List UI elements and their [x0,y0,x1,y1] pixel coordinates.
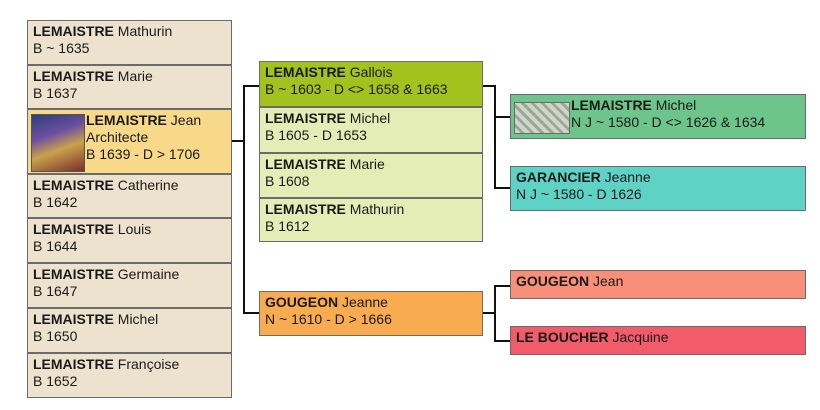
person-card-sibling[interactable]: LEMAISTRE Marie B 1637 [27,65,232,109]
person-card-uncle-aunt[interactable]: LEMAISTRE Mathurin B 1612 [259,198,483,242]
person-card-sibling[interactable]: LEMAISTRE Catherine B 1642 [27,174,232,218]
given-name: Michel [349,110,391,126]
connector-line [494,285,510,287]
life-dates: N ~ 1610 - D > 1666 [265,311,392,327]
surname: GOUGEON [265,294,339,310]
life-dates: B 1647 [33,283,78,299]
connector-line [243,312,259,314]
connector-line [494,85,496,189]
given-name: Jeanne [342,294,388,310]
person-card-sibling[interactable]: LEMAISTRE Germaine B 1647 [27,263,232,308]
given-name: Jean [593,273,624,289]
person-card-maternal-grandmother[interactable]: LE BOUCHER Jacquine [510,326,806,355]
person-card-sibling[interactable]: LEMAISTRE Mathurin B ~ 1635 [27,20,232,65]
surname: LEMAISTRE [33,356,114,372]
life-dates: B 1637 [33,85,78,101]
life-dates: N J ~ 1580 - D <> 1626 & 1634 [571,114,766,130]
connector-line [494,187,510,189]
surname: LEMAISTRE [265,64,346,80]
given-name: Jeanne [604,169,651,185]
connector-line [494,116,510,118]
surname: GOUGEON [516,273,590,289]
life-dates: B 1644 [33,238,78,254]
person-card-sibling[interactable]: LEMAISTRE Michel B 1650 [27,308,232,353]
person-card-paternal-grandmother[interactable]: GARANCIER Jeanne N J ~ 1580 - D 1626 [510,166,806,211]
given-name: Gallois [349,64,393,80]
person-card-father[interactable]: LEMAISTRE Gallois B ~ 1603 - D <> 1658 &… [259,61,483,107]
surname: LEMAISTRE [33,221,114,237]
given-name: Jacquine [612,329,669,345]
connector-line [494,340,510,342]
connector-line [232,140,244,142]
life-dates: B 1642 [33,194,78,210]
person-card-uncle-aunt[interactable]: LEMAISTRE Marie B 1608 [259,153,483,198]
connector-line [483,85,495,87]
given-name: Mathurin [117,23,173,39]
surname: LEMAISTRE [33,23,114,39]
connector-line [243,85,245,314]
life-dates: B 1605 - D 1653 [265,127,367,143]
given-name: Louis [117,221,152,237]
person-card-paternal-grandfather[interactable]: LEMAISTRE Michel N J ~ 1580 - D <> 1626 … [510,94,806,139]
person-card-sibling[interactable]: LEMAISTRE Françoise B 1652 [27,353,232,398]
surname: LEMAISTRE [265,110,346,126]
person-card-focus[interactable]: LEMAISTRE Jean Architecte B 1639 - D > 1… [27,109,232,174]
given-name: Catherine [117,177,179,193]
connector-line [494,285,496,342]
life-dates: B 1639 - D > 1706 [86,146,201,162]
surname: GARANCIER [516,169,601,185]
surname: LEMAISTRE [33,68,114,84]
surname: LEMAISTRE [571,97,652,113]
surname: LE BOUCHER [516,329,609,345]
connector-line [243,85,259,87]
life-dates: B 1652 [33,373,78,389]
life-dates: B 1612 [265,218,310,234]
given-name: Michel [117,311,159,327]
surname: LEMAISTRE [265,201,346,217]
person-card-uncle-aunt[interactable]: LEMAISTRE Michel B 1605 - D 1653 [259,107,483,153]
given-name: Mathurin [349,201,405,217]
surname: LEMAISTRE [33,266,114,282]
life-dates: B ~ 1603 - D <> 1658 & 1663 [265,81,448,97]
life-dates: B ~ 1635 [33,40,90,56]
given-name: Jean [170,112,202,128]
given-name: Germaine [117,266,180,282]
surname: LEMAISTRE [33,177,114,193]
given-name: Françoise [117,356,180,372]
surname: LEMAISTRE [265,156,346,172]
person-card-maternal-grandfather[interactable]: GOUGEON Jean [510,270,806,299]
connector-line [483,312,495,314]
surname: LEMAISTRE [86,112,167,128]
given-name: Marie [349,156,385,172]
life-dates: B 1608 [265,173,310,189]
life-dates: N J ~ 1580 - D 1626 [516,186,642,202]
portrait-thumbnail [31,114,85,172]
map-thumbnail [514,102,570,134]
occupation: Architecte [86,129,149,145]
given-name: Marie [117,68,153,84]
surname: LEMAISTRE [33,311,114,327]
life-dates: B 1650 [33,328,78,344]
person-card-sibling[interactable]: LEMAISTRE Louis B 1644 [27,218,232,263]
person-card-mother[interactable]: GOUGEON Jeanne N ~ 1610 - D > 1666 [259,291,483,336]
given-name: Michel [655,97,697,113]
